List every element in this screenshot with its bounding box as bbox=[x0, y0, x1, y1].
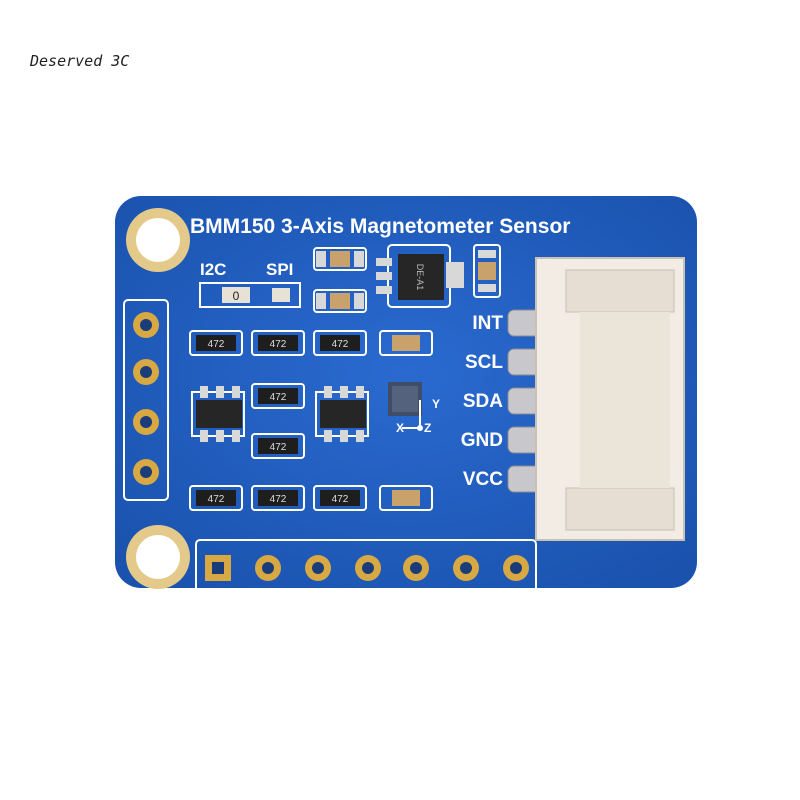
pin-label-sda: SDA bbox=[463, 391, 503, 412]
pin-label-vcc: VCC bbox=[463, 469, 503, 490]
pin-label-int: INT bbox=[472, 313, 503, 334]
jst-connector bbox=[535, 257, 685, 541]
bmm150-sensor-chip bbox=[388, 382, 423, 431]
resistor-code-1: 472 bbox=[208, 339, 225, 350]
pin-label-scl: SCL bbox=[465, 352, 503, 373]
mode-label-i2c: I2C bbox=[200, 260, 226, 279]
mosfet-chip-right bbox=[315, 386, 369, 442]
jumper-outline bbox=[199, 282, 301, 308]
resistor-row-3 bbox=[189, 485, 433, 511]
resistors-middle bbox=[251, 383, 305, 459]
resistor-code-6: 472 bbox=[208, 494, 225, 505]
mosfet-chip-left bbox=[191, 386, 245, 442]
chip-marking: DE-A1 bbox=[415, 264, 425, 291]
capacitors-top bbox=[313, 244, 501, 313]
regulator-chip: DE-A1 bbox=[376, 244, 464, 308]
resistor-code-2: 472 bbox=[270, 339, 287, 350]
axis-label-y: Y bbox=[432, 397, 440, 411]
watermark: Deserved 3C bbox=[30, 52, 130, 70]
resistor-code-4: 472 bbox=[270, 392, 287, 403]
pin-label-gnd: GND bbox=[461, 430, 503, 451]
axis-label-x: X bbox=[396, 421, 404, 435]
mounting-holes bbox=[126, 208, 190, 589]
board-title: BMM150 3-Axis Magnetometer Sensor bbox=[190, 215, 570, 238]
resistor-code-3: 472 bbox=[332, 339, 349, 350]
resistor-code-8: 472 bbox=[332, 494, 349, 505]
resistor-code-5: 472 bbox=[270, 442, 287, 453]
jumper-value: 0 bbox=[233, 289, 240, 303]
axis-label-z: Z bbox=[424, 421, 431, 435]
bottom-header bbox=[195, 539, 537, 593]
resistor-code-7: 472 bbox=[270, 494, 287, 505]
resistor-row-1 bbox=[189, 330, 433, 356]
mode-label-spi: SPI bbox=[266, 260, 293, 279]
left-header bbox=[123, 299, 169, 501]
